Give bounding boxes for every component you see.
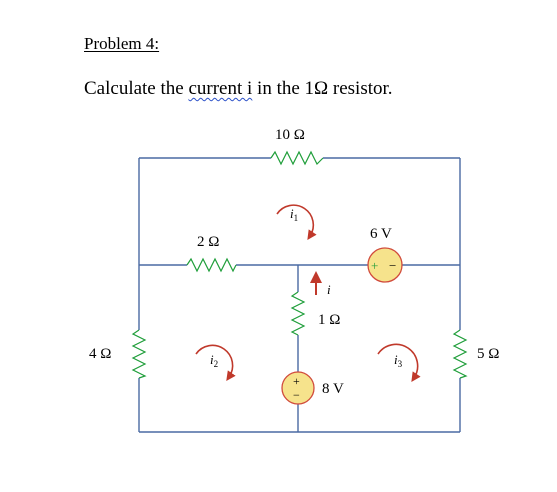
resistor-zigzag-left: [131, 329, 147, 379]
voltage-source-6v: + − 6 V: [367, 226, 403, 283]
resistor-label-left: 4 Ω: [89, 346, 111, 362]
resistor-zigzag-top: [270, 150, 324, 166]
resistor-label-mid: 2 Ω: [197, 234, 219, 250]
current-i-label: i: [327, 282, 331, 297]
resistor-label-center: 1 Ω: [318, 312, 340, 328]
problem-statement: Calculate the current i in the 1Ω resist…: [84, 78, 393, 100]
resistor-zigzag-right: [452, 329, 468, 379]
source-circle-right: [367, 247, 403, 283]
mesh-arrow-i1: [276, 204, 317, 240]
resistor-4-ohm: 4 Ω: [89, 329, 147, 379]
source-plus-right: +: [371, 258, 378, 273]
spellcheck-underlined-text[interactable]: current i: [188, 78, 253, 99]
mesh-arrow-i3: [377, 343, 421, 382]
resistor-label-right: 5 Ω: [477, 346, 499, 362]
source-circle-center: [281, 371, 315, 405]
voltage-source-8v: + − 8 V: [281, 371, 344, 405]
source-minus-right: −: [389, 258, 396, 273]
resistor-label-top: 10 Ω: [275, 127, 305, 143]
mesh-label-i1: i1: [290, 206, 298, 223]
resistor-zigzag-center: [290, 291, 306, 336]
resistor-2-ohm: 2 Ω: [186, 234, 237, 273]
source-label-right: 6 V: [370, 226, 392, 242]
resistor-zigzag-mid: [186, 257, 237, 273]
source-label-center: 8 V: [322, 381, 344, 397]
current-i: i: [310, 271, 331, 297]
resistor-10-ohm: 10 Ω: [270, 127, 324, 166]
source-plus-center: +: [293, 374, 300, 388]
mesh-label-i2: i2: [210, 352, 218, 369]
resistor-1-ohm: 1 Ω: [290, 291, 340, 336]
source-minus-center: −: [293, 388, 300, 402]
mesh-current-i3: i3: [377, 343, 421, 382]
problem-text-prefix: Calculate the: [84, 78, 189, 99]
mesh-current-i2: i2: [195, 344, 236, 381]
problem-heading: Problem 4:: [84, 34, 160, 53]
mesh-current-i1: i1: [276, 204, 317, 240]
resistor-5-ohm: 5 Ω: [452, 329, 499, 379]
mesh-label-i3: i3: [394, 352, 403, 369]
problem-text-suffix: in the 1Ω resistor.: [252, 78, 393, 99]
mesh-arrow-i2: [195, 344, 236, 381]
circuit-wires: [138, 157, 461, 433]
